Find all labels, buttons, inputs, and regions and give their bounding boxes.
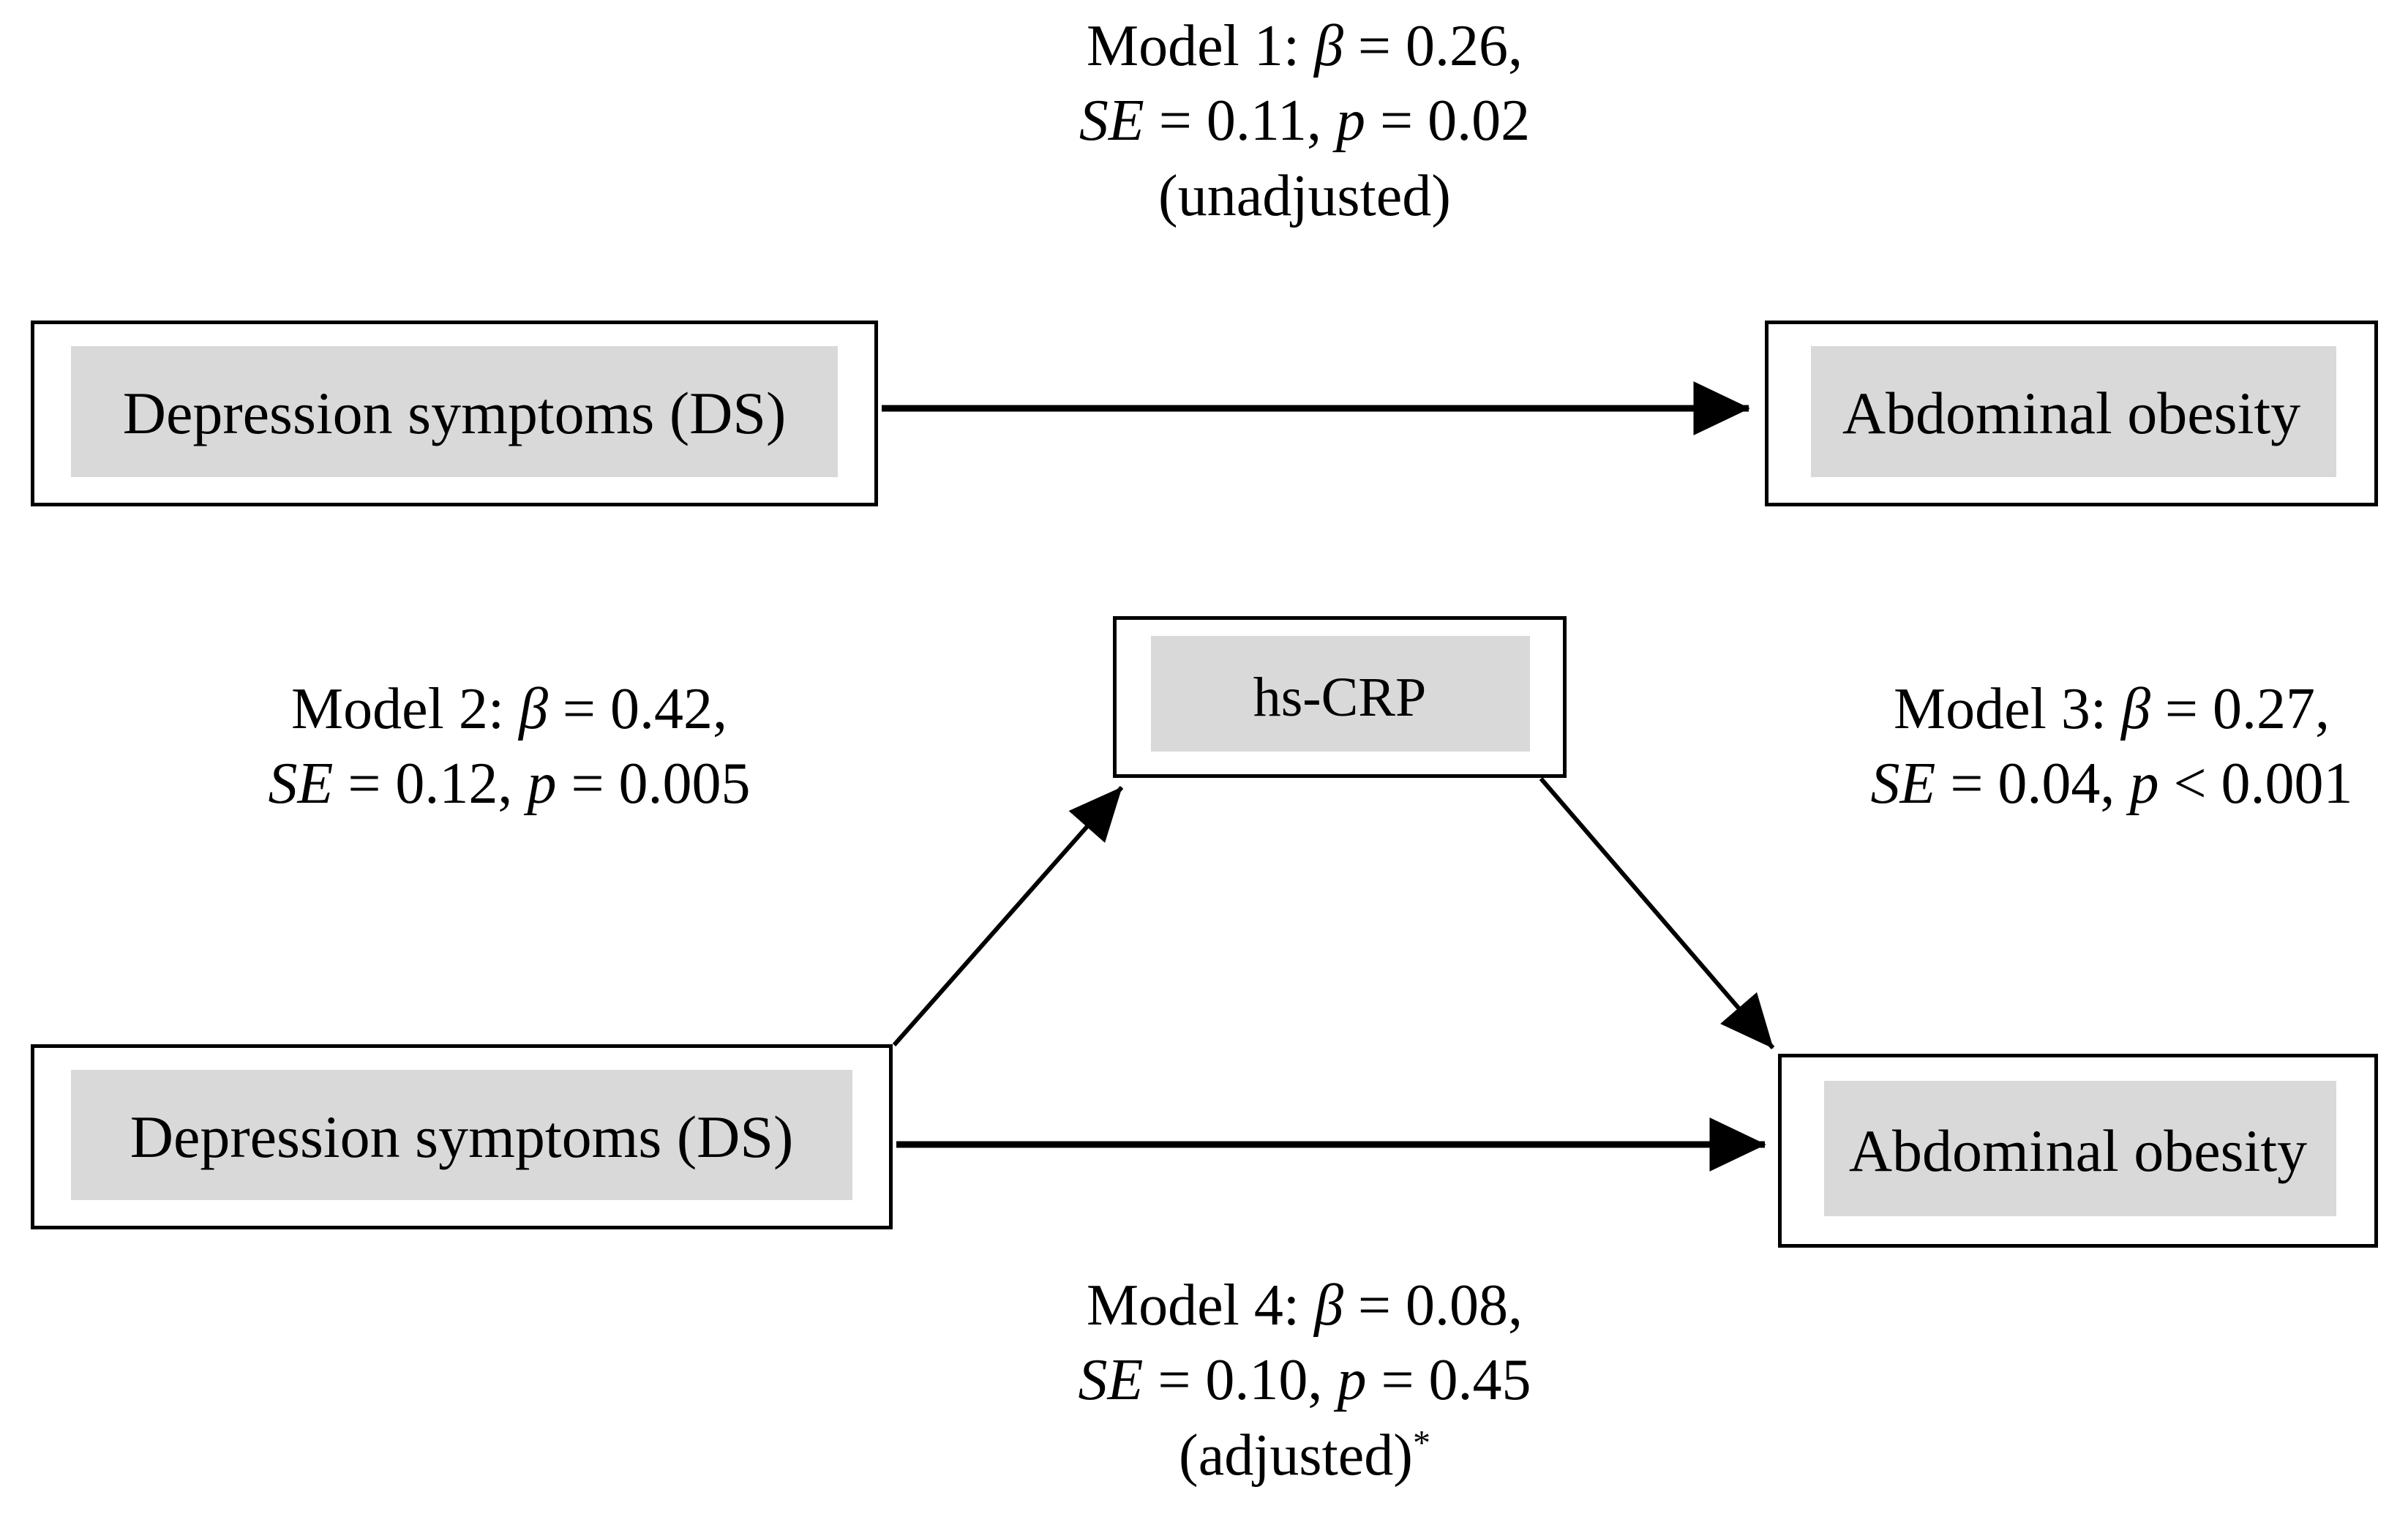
node-fill (1811, 346, 2336, 477)
node-fill (71, 346, 838, 477)
edge-label-model3: Model 3: β = 0.27, SE = 0.04, p < 0.001 (1797, 672, 2408, 822)
model1-line3: (unadjusted) (1158, 163, 1451, 228)
node-abdominal-obesity-top[interactable]: Abdominal obesity (1765, 321, 2378, 506)
node-fill (71, 1070, 852, 1200)
node-hs-crp-mediator[interactable]: hs-CRP (1113, 616, 1567, 778)
edge-label-model4: Model 4: β = 0.08, SE = 0.10, p = 0.45 (… (1016, 1268, 1594, 1493)
node-label: Depression symptoms (DS) (130, 1103, 794, 1170)
model3-line2: SE = 0.04, p < 0.001 (1870, 752, 2353, 817)
beta-symbol: β (519, 677, 548, 741)
beta-symbol: β (1314, 1273, 1343, 1338)
se-symbol: SE (1079, 89, 1144, 154)
p-symbol: p (2129, 752, 2159, 817)
footnote-asterisk: * (1412, 1423, 1430, 1463)
arrow-model3-path (1539, 777, 1775, 1049)
model1-line1: Model 1: β = 0.26, (1086, 14, 1523, 78)
model2-line1: Model 2: β = 0.42, (290, 677, 728, 741)
node-label: Abdominal obesity (1848, 1117, 2308, 1184)
node-abdominal-obesity-bottom[interactable]: Abdominal obesity (1778, 1054, 2378, 1248)
p-symbol: p (1335, 89, 1365, 154)
node-label: Abdominal obesity (1842, 380, 2301, 446)
node-label: Depression symptoms (DS) (122, 380, 787, 446)
model4-line3: (adjusted)* (1179, 1423, 1430, 1488)
beta-symbol: β (2121, 677, 2150, 741)
node-fill (1824, 1081, 2336, 1216)
node-fill (1151, 636, 1530, 752)
node-depression-symptoms-top[interactable]: Depression symptoms (DS) (31, 321, 878, 506)
se-symbol: SE (268, 752, 334, 817)
node-label: hs-CRP (1253, 666, 1427, 728)
beta-symbol: β (1314, 14, 1343, 78)
p-symbol: p (1337, 1348, 1367, 1413)
model3-line1: Model 3: β = 0.27, (1893, 677, 2330, 741)
se-symbol: SE (1078, 1348, 1144, 1413)
model1-line2: SE = 0.11, p = 0.02 (1079, 89, 1531, 154)
model2-line2: SE = 0.12, p = 0.005 (268, 752, 751, 817)
model4-line2: SE = 0.10, p = 0.45 (1078, 1348, 1531, 1413)
edge-label-model1: Model 1: β = 0.26, SE = 0.11, p = 0.02 (… (1016, 9, 1594, 233)
arrow-model2-path (892, 786, 1124, 1046)
edge-label-model2: Model 2: β = 0.42, SE = 0.12, p = 0.005 (173, 672, 846, 822)
p-symbol: p (527, 752, 557, 817)
se-symbol: SE (1870, 752, 1936, 817)
model4-line1: Model 4: β = 0.08, (1086, 1273, 1523, 1338)
node-depression-symptoms-bottom[interactable]: Depression symptoms (DS) (31, 1044, 893, 1229)
